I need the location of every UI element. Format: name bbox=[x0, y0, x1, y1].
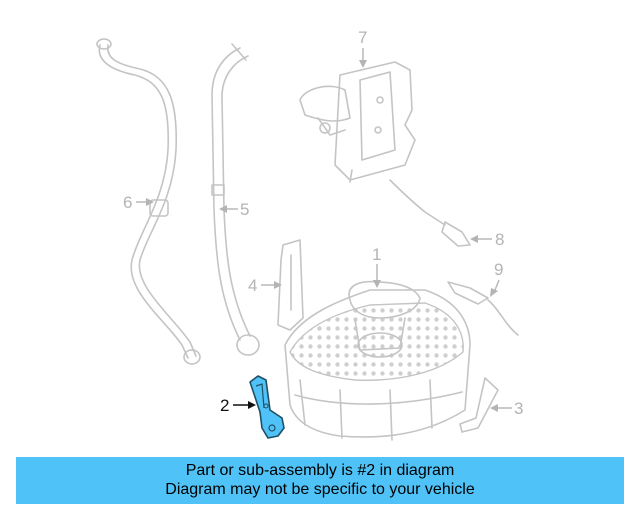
callout-6-label: 6 bbox=[123, 193, 132, 212]
callout-9-label: 9 bbox=[494, 260, 503, 279]
part-6-hose bbox=[96, 38, 201, 365]
part-5-hose bbox=[211, 43, 260, 356]
part-7-valve-bracket bbox=[299, 61, 416, 183]
callout-5: 5 bbox=[219, 200, 249, 219]
callout-3-label: 3 bbox=[514, 399, 523, 418]
callout-3: 3 bbox=[490, 399, 523, 418]
part-8-sensor bbox=[389, 179, 471, 247]
callout-7-label: 7 bbox=[358, 28, 367, 47]
callout-2-label[interactable]: 2 bbox=[220, 396, 229, 415]
callout-4-label: 4 bbox=[248, 276, 257, 295]
callout-6: 6 bbox=[123, 193, 154, 212]
banner-line-disclaimer: Diagram may not be specific to your vehi… bbox=[165, 481, 475, 498]
callout-5-label: 5 bbox=[240, 200, 249, 219]
part-3-bracket bbox=[459, 377, 499, 433]
part-1-housing bbox=[284, 280, 471, 441]
callout-9: 9 bbox=[490, 260, 503, 297]
part-9-sensor bbox=[447, 281, 519, 336]
banner-line-part: Part or sub-assembly is #2 in diagram bbox=[185, 462, 455, 479]
part-4-bracket bbox=[277, 239, 304, 331]
info-banner: Part or sub-assembly is #2 in diagram Di… bbox=[16, 457, 624, 504]
parts-diagram: 1 2 3 4 5 6 7 8 9 bbox=[96, 28, 523, 441]
callout-4: 4 bbox=[248, 276, 282, 295]
callout-2[interactable]: 2 bbox=[220, 396, 256, 415]
callout-7: 7 bbox=[358, 28, 367, 68]
part-2-highlighted-bracket[interactable] bbox=[249, 375, 285, 439]
callout-8-label: 8 bbox=[495, 230, 504, 249]
callout-1-label: 1 bbox=[372, 245, 381, 264]
callout-1: 1 bbox=[372, 245, 381, 288]
callout-8: 8 bbox=[470, 230, 504, 249]
